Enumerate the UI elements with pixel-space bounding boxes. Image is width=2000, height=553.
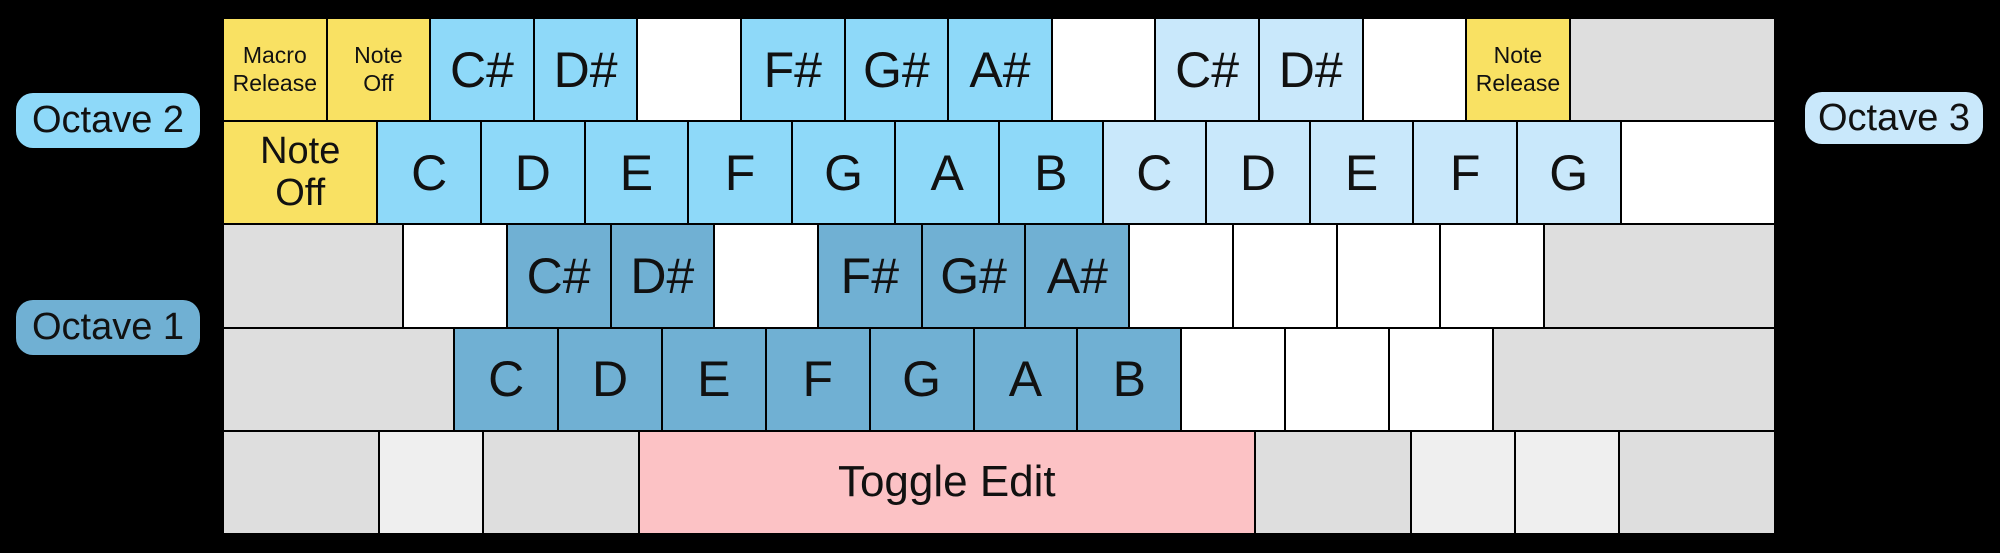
key-d-oct3[interactable]: D <box>1206 121 1310 225</box>
key-b-oct2[interactable]: B <box>998 121 1103 225</box>
key-g-oct1[interactable]: G <box>869 327 974 431</box>
key-unassigned <box>1336 224 1441 328</box>
key-e-oct1[interactable]: E <box>661 327 766 431</box>
octave-2-label: Octave 2 <box>16 93 200 148</box>
key-d-sharp-oct2[interactable]: D# <box>533 18 638 122</box>
key-c-oct3[interactable]: C <box>1102 121 1207 225</box>
key-modifier <box>483 430 639 535</box>
key-a-sharp-oct1[interactable]: A# <box>1025 224 1130 328</box>
keyboard-row-5: Toggle Edit <box>223 430 1775 535</box>
key-unassigned <box>1440 224 1545 328</box>
key-g-oct3[interactable]: G <box>1516 121 1621 225</box>
key-unassigned <box>714 224 818 328</box>
key-modifier <box>378 430 483 535</box>
key-unassigned <box>403 224 507 328</box>
key-unassigned <box>1620 121 1775 225</box>
key-a-oct1[interactable]: A <box>973 327 1078 431</box>
key-g-oct2[interactable]: G <box>791 121 896 225</box>
key-modifier <box>1515 430 1620 535</box>
key-c-sharp-oct2[interactable]: C# <box>430 18 534 122</box>
key-toggle-edit[interactable]: Toggle Edit <box>638 430 1255 535</box>
key-unassigned <box>1181 327 1286 431</box>
key-c-sharp-oct1[interactable]: C# <box>506 224 611 328</box>
key-modifier <box>1619 430 1775 535</box>
key-g-sharp-oct1[interactable]: G# <box>921 224 1026 328</box>
key-unassigned <box>1051 18 1156 122</box>
key-unassigned <box>1129 224 1233 328</box>
key-modifier <box>1544 224 1776 328</box>
key-c-oct1[interactable]: C <box>454 327 559 431</box>
key-modifier <box>223 224 404 328</box>
keyboard-row-3: C#D# F#G#A# <box>223 224 1776 328</box>
key-d-sharp-oct3[interactable]: D# <box>1258 18 1363 122</box>
key-unassigned <box>1388 327 1493 431</box>
key-f-oct3[interactable]: F <box>1413 121 1517 225</box>
key-d-oct2[interactable]: D <box>481 121 585 225</box>
key-note-off[interactable]: Note Off <box>223 121 378 225</box>
key-note-release[interactable]: Note Release <box>1466 18 1570 122</box>
key-modifier <box>1569 18 1775 122</box>
key-f-oct1[interactable]: F <box>765 327 870 431</box>
key-unassigned <box>1232 224 1337 328</box>
key-note-off[interactable]: Note Off <box>326 18 431 122</box>
key-unassigned <box>1362 18 1467 122</box>
key-b-oct1[interactable]: B <box>1077 327 1182 431</box>
key-modifier <box>1410 430 1515 535</box>
key-f-sharp-oct1[interactable]: F# <box>817 224 922 328</box>
key-a-oct2[interactable]: A <box>895 121 999 225</box>
key-d-sharp-oct1[interactable]: D# <box>610 224 715 328</box>
key-d-oct1[interactable]: D <box>558 327 662 431</box>
key-modifier <box>223 430 379 535</box>
key-a-sharp-oct2[interactable]: A# <box>948 18 1052 122</box>
key-e-oct3[interactable]: E <box>1309 121 1414 225</box>
key-e-oct2[interactable]: E <box>584 121 689 225</box>
key-f-oct2[interactable]: F <box>688 121 792 225</box>
key-modifier <box>1255 430 1411 535</box>
key-macro-release[interactable]: Macro Release <box>223 18 327 122</box>
octave-3-label: Octave 3 <box>1805 92 1983 144</box>
key-f-sharp-oct2[interactable]: F# <box>740 18 845 122</box>
key-unassigned <box>1285 327 1389 431</box>
key-g-sharp-oct2[interactable]: G# <box>844 18 949 122</box>
octave-1-label: Octave 1 <box>16 300 200 355</box>
key-modifier <box>1492 327 1775 431</box>
key-unassigned <box>637 18 741 122</box>
key-modifier <box>223 327 455 431</box>
key-c-sharp-oct3[interactable]: C# <box>1155 18 1259 122</box>
key-c-oct2[interactable]: C <box>377 121 481 225</box>
